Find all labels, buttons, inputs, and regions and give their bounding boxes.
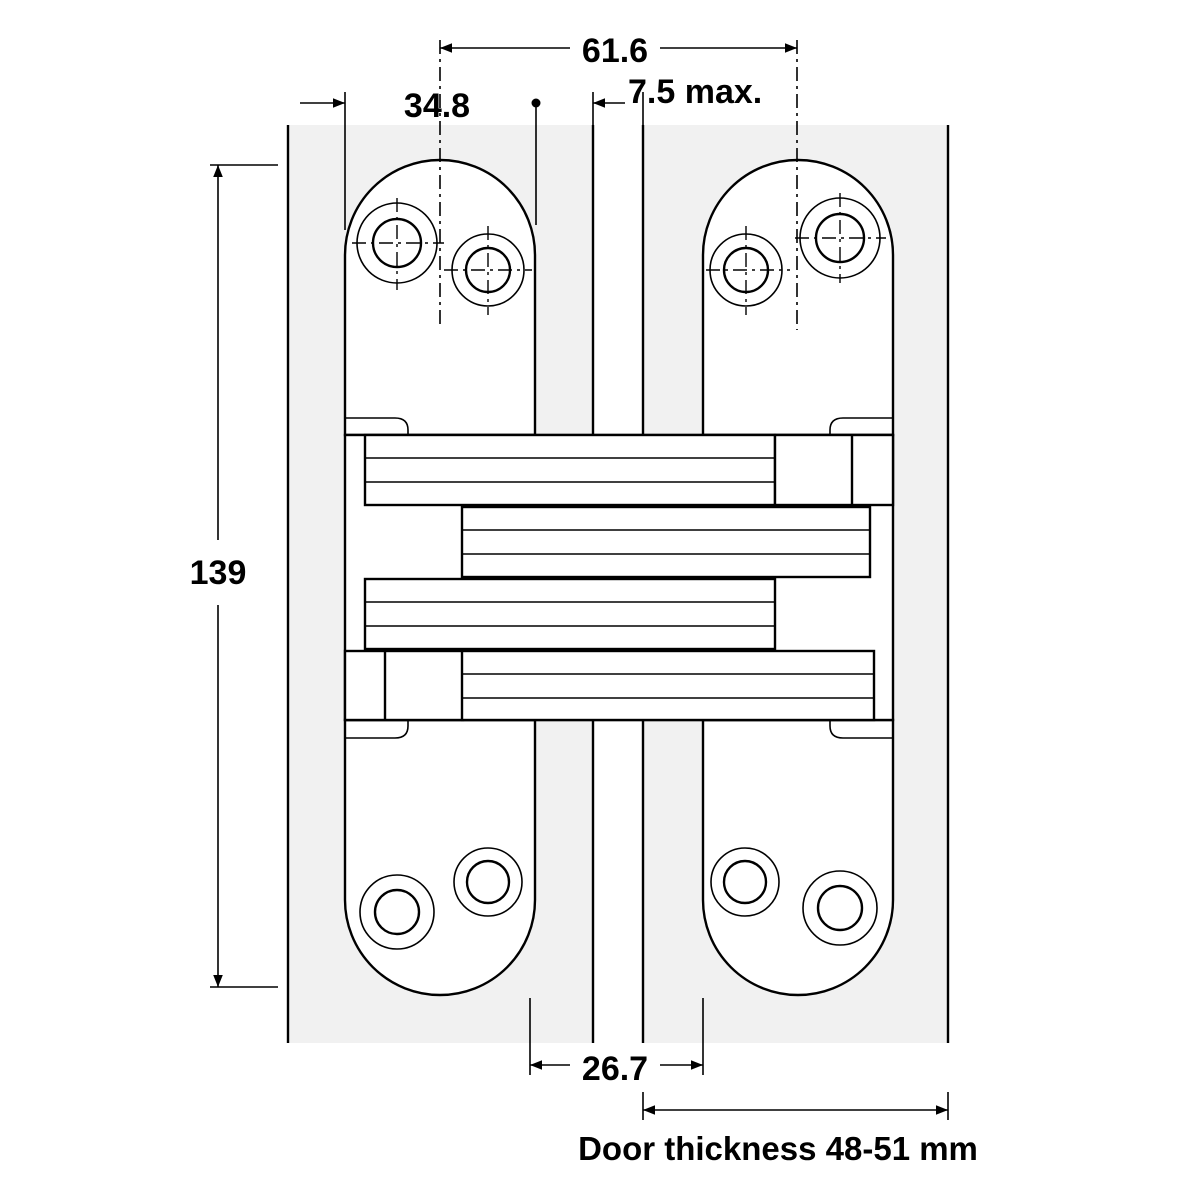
hinge-links (343, 433, 895, 722)
dim-label-7-5-max: 7.5 max. (628, 73, 762, 111)
dimension-labels: 61.6 34.8 7.5 max. 139 26.7 Door thickne… (190, 32, 978, 1167)
door-thickness-label: Door thickness 48-51 mm (578, 1130, 978, 1167)
dim-label-34-8: 34.8 (404, 87, 470, 125)
hinge-plate-right (701, 158, 895, 997)
dimension-lines (210, 40, 949, 1120)
dim-label-26-7: 26.7 (582, 1050, 648, 1088)
hinge-plate-left (343, 158, 537, 997)
dim-label-139: 139 (190, 554, 247, 592)
dim-label-61-6: 61.6 (582, 32, 648, 70)
